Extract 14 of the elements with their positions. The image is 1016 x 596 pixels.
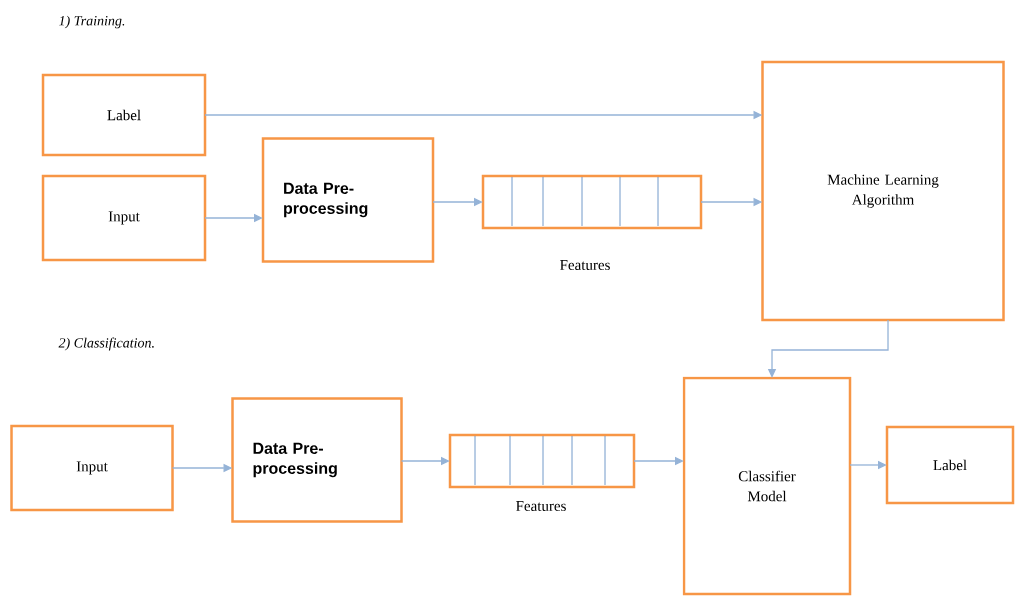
process-box: Data Pre-processing [231, 397, 403, 523]
process-box: Classifier Model [682, 376, 852, 596]
process-box: Label [41, 73, 207, 157]
caption-text: Features [516, 501, 566, 511]
process-box: Label [885, 425, 1015, 505]
process-box: Input [10, 424, 174, 512]
process-box: Input [41, 174, 207, 262]
section-heading: 2) Classification. [58, 337, 154, 351]
caption-text: Features [560, 260, 610, 270]
process-box: Machine Learning Algorithm [761, 60, 1005, 322]
feature-vector-bar [448, 433, 636, 489]
section-heading: 1) Training. [59, 15, 125, 29]
feature-vector-bar [481, 174, 703, 230]
process-box: Data Pre-processing [261, 137, 435, 263]
